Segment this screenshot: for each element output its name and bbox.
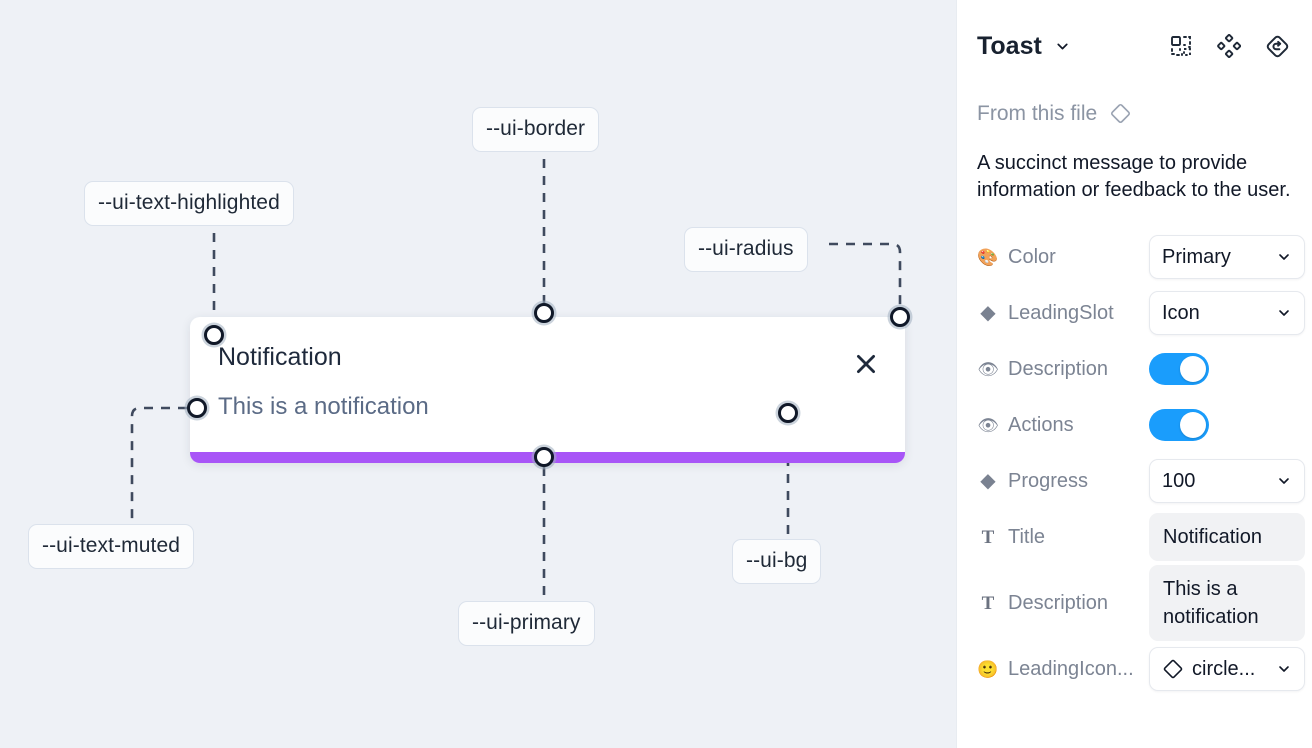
handle-text-highlighted[interactable] [204, 325, 224, 345]
property-label-description: 👁 Description [977, 358, 1149, 381]
title-input[interactable]: Notification [1149, 513, 1305, 562]
component-frame-icon[interactable] [1166, 31, 1196, 61]
property-row-leadingicon: 🙂 LeadingIcon... circle... [973, 641, 1305, 697]
eye-emoji-icon: 👁 [977, 415, 999, 435]
property-label-text: Actions [1008, 413, 1074, 436]
property-label-description-text: T Description [977, 592, 1149, 615]
property-label-text: Description [1008, 591, 1109, 614]
property-row-actions-toggle: 👁 Actions [973, 397, 1296, 453]
chevron-down-icon [1276, 661, 1292, 677]
from-this-file-label: From this file [977, 101, 1098, 125]
property-control: Icon [1149, 291, 1305, 336]
token-chip-text-highlighted[interactable]: --ui-text-highlighted [84, 181, 294, 226]
text-type-icon: T [981, 526, 995, 548]
property-row-progress: ◆ Progress 100 [973, 453, 1305, 509]
reset-instance-icon[interactable] [1262, 31, 1292, 61]
toast-description: This is a notification [218, 393, 429, 420]
property-label-text: Title [1008, 525, 1046, 548]
property-label-text: Progress [1008, 469, 1089, 492]
description-toggle[interactable] [1149, 353, 1209, 386]
token-chip-primary[interactable]: --ui-primary [458, 601, 595, 646]
property-control: circle... [1149, 647, 1305, 692]
progress-select[interactable]: 100 [1149, 459, 1305, 504]
description-input[interactable]: This is a notification [1149, 565, 1305, 642]
diamond-outline-icon [1162, 658, 1184, 680]
diamond-solid-icon: ◆ [980, 470, 996, 493]
chevron-down-icon [1276, 473, 1292, 489]
token-chip-border[interactable]: --ui-border [472, 107, 600, 152]
property-control [1149, 409, 1292, 442]
property-control: 100 [1149, 459, 1305, 504]
toggle-knob [1180, 356, 1206, 383]
variants-cluster-icon[interactable] [1214, 31, 1244, 61]
connector-text-muted [130, 406, 187, 524]
property-label-text: Description [1008, 357, 1109, 380]
chevron-down-icon [1276, 249, 1292, 265]
property-label-color: 🎨 Color [977, 246, 1149, 269]
token-chip-radius[interactable]: --ui-radius [684, 227, 808, 272]
design-canvas[interactable]: Notification This is a notification --ui… [0, 0, 956, 748]
progress-select-value: 100 [1162, 469, 1196, 492]
smiley-emoji-icon: 🙂 [977, 659, 999, 679]
token-chip-bg[interactable]: --ui-bg [732, 539, 822, 584]
property-label-actions: 👁 Actions [977, 414, 1149, 437]
handle-bg[interactable] [778, 403, 798, 423]
leadingslot-select[interactable]: Icon [1149, 291, 1305, 336]
property-label-text: LeadingIcon... [1008, 657, 1134, 680]
property-row-leadingslot: ◆ LeadingSlot Icon [973, 285, 1305, 341]
connector-radius [829, 242, 902, 307]
handle-text-muted[interactable] [187, 398, 207, 418]
chevron-down-icon [1276, 305, 1292, 321]
property-row-description-toggle: 👁 Description [973, 341, 1296, 397]
property-row-color: 🎨 Color Primary [973, 229, 1305, 285]
eye-emoji-icon: 👁 [977, 359, 999, 379]
component-description: A succinct message to provide informatio… [977, 152, 1291, 201]
property-label-leadingicon: 🙂 LeadingIcon... [977, 658, 1149, 681]
close-icon[interactable] [853, 351, 879, 377]
handle-border[interactable] [534, 303, 554, 323]
actions-toggle[interactable] [1149, 409, 1209, 442]
property-label-title: T Title [977, 526, 1149, 549]
property-control: Notification [1149, 513, 1305, 562]
property-label-leadingslot: ◆ LeadingSlot [977, 302, 1149, 325]
panel-header: Toast [973, 0, 1296, 92]
toast-preview-card[interactable]: Notification This is a notification [190, 317, 905, 463]
palette-emoji-icon: 🎨 [977, 247, 999, 267]
properties-panel: Toast [956, 0, 1312, 748]
property-control: This is a notification [1149, 565, 1305, 642]
handle-primary[interactable] [534, 447, 554, 467]
property-control: Primary [1149, 235, 1305, 280]
panel-title: Toast [977, 31, 1042, 60]
from-this-file-row[interactable]: From this file [973, 92, 1296, 134]
leadingicon-select-value: circle... [1192, 657, 1256, 680]
token-chip-text-muted[interactable]: --ui-text-muted [28, 524, 195, 569]
color-select[interactable]: Primary [1149, 235, 1305, 280]
property-control [1149, 353, 1292, 386]
leadingicon-select[interactable]: circle... [1149, 647, 1305, 692]
handle-radius[interactable] [890, 307, 910, 327]
property-label-text: LeadingSlot [1008, 301, 1114, 324]
diamond-outline-icon [1109, 102, 1132, 125]
property-list: 🎨 Color Primary [973, 229, 1305, 697]
diamond-solid-icon: ◆ [980, 302, 996, 325]
toggle-knob [1180, 412, 1206, 439]
color-select-value: Primary [1162, 245, 1231, 268]
toast-title: Notification [218, 343, 342, 371]
property-row-description-text: T Description This is a notification [973, 565, 1305, 642]
property-label-progress: ◆ Progress [977, 470, 1149, 493]
chevron-down-icon[interactable] [1054, 38, 1071, 55]
leadingslot-select-value: Icon [1162, 301, 1200, 324]
property-label-text: Color [1008, 245, 1056, 268]
property-row-title: T Title Notification [973, 509, 1305, 565]
text-type-icon: T [981, 592, 995, 614]
